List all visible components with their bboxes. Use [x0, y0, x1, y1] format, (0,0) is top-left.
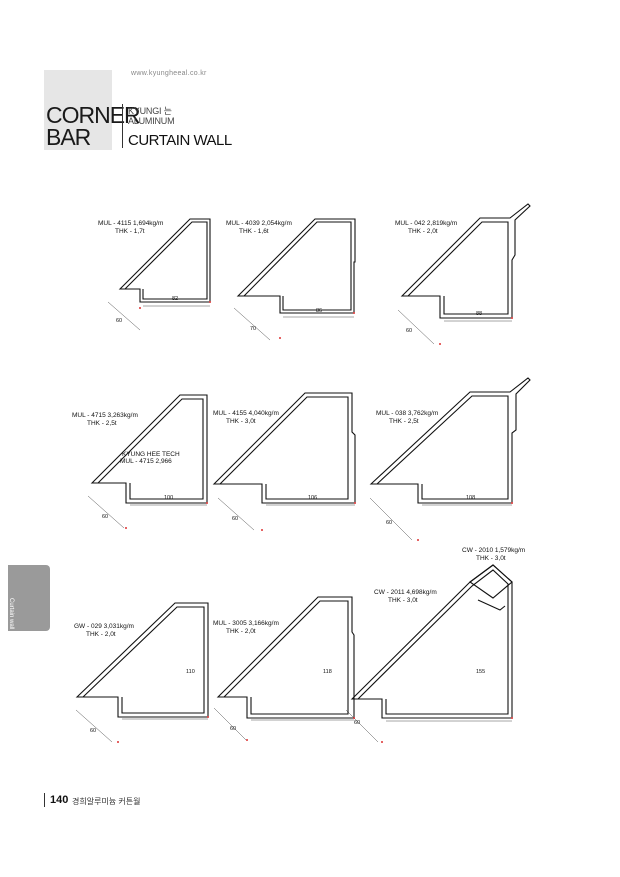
profile-mul-4039: MUL - 4039 2,054kg/m THK - 1,6t 86 70 — [226, 218, 356, 341]
profile-thk: THK - 1,7t — [115, 228, 145, 235]
profile-inner — [82, 606, 205, 714]
profile-mul-042: MUL - 042 2,819kg/m THK - 2,0t 88 60 — [395, 203, 531, 345]
dimension-b: 60 — [90, 728, 96, 734]
profile-code: CW - 2011 4,698kg/m — [374, 589, 437, 596]
profile-code: MUL - 038 3,762kg/m — [376, 410, 438, 417]
profile-mul-4155: MUL - 4155 4,040kg/m THK - 3,0t 106 60 — [212, 392, 356, 531]
title-line-bar: BAR — [46, 124, 91, 150]
dimension-a: 82 — [172, 296, 178, 302]
website-url[interactable]: www.kyungheeal.co.kr — [131, 70, 207, 77]
profile-code: MUL - 4715 3,263kg/m — [72, 412, 138, 419]
brand-line-2: ALUMINUM — [128, 116, 175, 126]
profile-thk: THK - 2,5t — [87, 420, 117, 427]
profile-note: MUL - 4715 2,966 — [120, 458, 172, 465]
profile-extra-code: CW - 2010 1,579kg/m — [462, 547, 525, 554]
header-gray-block — [44, 70, 112, 150]
footer-divider — [44, 793, 45, 807]
profile-code: MUL - 4039 2,054kg/m — [226, 220, 292, 227]
dimension-b: 60 — [102, 514, 108, 520]
brand-line-1: KYUNGI 는 — [128, 106, 172, 116]
dimension-a: 106 — [308, 495, 317, 501]
profile-cap — [469, 564, 513, 599]
profile-thk: THK - 2,0t — [226, 628, 256, 635]
profile-outline — [216, 596, 355, 719]
profile-outline — [369, 377, 531, 504]
brand-name: KYUNGI 는 ALUMINUM — [128, 106, 175, 126]
profile-inner — [243, 221, 352, 311]
dimension-a: 110 — [186, 669, 195, 675]
profile-mul-4715: MUL - 4715 3,263kg/m THK - 2,5t KYUNG HE… — [72, 394, 208, 529]
profile-code: MUL - 3005 3,166kg/m — [213, 620, 279, 627]
profile-inner — [357, 569, 509, 715]
dimension-line — [345, 709, 379, 743]
dimension-b: 60 — [406, 328, 412, 334]
dimension-b: 60 — [230, 726, 236, 732]
dimension-b: 60 — [232, 516, 238, 522]
profile-thk: THK - 2,0t — [86, 631, 116, 638]
profile-inner — [124, 221, 208, 300]
dimension-b: 60 — [354, 720, 360, 726]
profile-fin — [477, 599, 506, 611]
profile-outline — [212, 392, 356, 504]
profile-extra-thk: THK - 3,0t — [476, 555, 506, 562]
profile-inner — [407, 221, 509, 315]
profile-inner — [223, 600, 349, 715]
profile-code: MUL - 042 2,819kg/m — [395, 220, 457, 227]
dimension-a: 86 — [316, 308, 322, 314]
dimension-a: 108 — [466, 495, 475, 501]
profile-mul-038: MUL - 038 3,762kg/m THK - 2,5t 108 60 — [369, 377, 531, 541]
profile-outline — [75, 602, 209, 718]
side-tab[interactable] — [8, 565, 50, 631]
profile-thk: THK - 2,0t — [408, 228, 438, 235]
dimension-b: 60 — [116, 318, 122, 324]
dimension-line — [397, 309, 435, 345]
dimension-line — [217, 497, 255, 531]
page-title: CORNER BAR — [46, 102, 141, 150]
dimension-line — [107, 301, 141, 331]
profile-inner — [97, 398, 204, 500]
dimension-line — [369, 497, 413, 541]
section-title: CURTAIN WALL — [128, 132, 232, 149]
dimension-a: 100 — [164, 495, 173, 501]
dimension-line — [233, 307, 271, 341]
profile-thk: THK - 2,5t — [389, 418, 419, 425]
red-marks — [117, 301, 513, 743]
profile-code: MUL - 4115 1,694kg/m — [98, 220, 163, 227]
profile-outline — [236, 218, 356, 314]
page-number: 140 — [50, 794, 69, 806]
footer-company: 경희알루미늄 커튼월 — [72, 797, 141, 806]
profile-inner — [219, 396, 349, 500]
dimension-a: 118 — [323, 669, 332, 675]
profile-code: GW - 029 3,031kg/m — [74, 623, 134, 630]
dimension-line — [87, 495, 125, 529]
profile-thk: THK - 1,6t — [239, 228, 269, 235]
profile-mul-4115: MUL - 4115 1,694kg/m THK - 1,7t 82 60 — [98, 218, 211, 331]
profile-cw-2011: CW - 2010 1,579kg/m THK - 3,0t CW - 2011… — [345, 547, 525, 743]
profile-code: MUL - 4155 4,040kg/m — [213, 410, 279, 417]
dimension-b: 60 — [386, 520, 392, 526]
dimension-a: 155 — [476, 669, 485, 675]
profile-mul-3005: MUL - 3005 3,166kg/m THK - 2,0t 118 60 — [213, 596, 355, 741]
profile-outline — [400, 203, 531, 319]
profile-thk: THK - 3,0t — [388, 597, 418, 604]
profile-note: KYUNG HEE TECH — [122, 451, 180, 458]
profile-outline — [350, 564, 513, 719]
dimension-line — [75, 709, 113, 743]
dimension-line — [213, 707, 247, 741]
header-divider — [122, 104, 123, 148]
profile-inner — [376, 395, 509, 500]
profile-gw-029: GW - 029 3,031kg/m THK - 2,0t 110 60 — [74, 602, 209, 743]
title-line-corner: CORNER — [46, 102, 141, 128]
profile-thk: THK - 3,0t — [226, 418, 256, 425]
dimension-b: 70 — [250, 326, 256, 332]
dimension-a: 88 — [476, 311, 482, 317]
